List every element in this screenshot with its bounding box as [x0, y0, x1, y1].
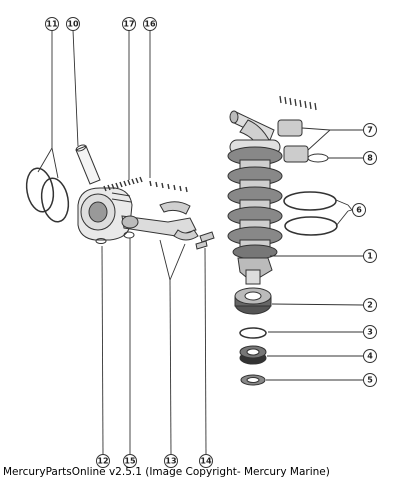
crankshaft — [227, 110, 283, 285]
callout-10: 10 — [67, 20, 79, 29]
callout-15: 15 — [124, 457, 136, 466]
callout-1: 1 — [367, 252, 373, 261]
piston-pin — [75, 144, 101, 185]
snap-ring — [239, 327, 267, 339]
callout-12: 12 — [97, 457, 108, 466]
piston-rings — [25, 167, 70, 223]
ball-bearing — [234, 287, 272, 315]
retaining-ring — [307, 153, 329, 163]
oil-seal — [239, 345, 267, 365]
rod-bolts — [195, 231, 215, 250]
callout-3: 3 — [367, 328, 373, 337]
callout-7: 7 — [367, 126, 373, 135]
callout-17: 17 — [123, 20, 134, 29]
callout-circles — [45, 17, 377, 468]
piston — [77, 187, 133, 241]
dowel-pins — [279, 95, 317, 111]
callout-14: 14 — [200, 457, 212, 466]
callout-13: 13 — [165, 457, 176, 466]
callout-16: 16 — [144, 20, 156, 29]
small-washers — [95, 231, 135, 244]
sealing-rings — [283, 191, 338, 236]
callout-5: 5 — [367, 376, 373, 385]
callout-2: 2 — [367, 301, 373, 310]
copyright-footer: MercuryPartsOnline v2.5.1 (Image Copyrig… — [3, 466, 330, 478]
needle-cages — [277, 119, 309, 163]
seal-ring — [240, 374, 266, 386]
callout-6: 6 — [356, 206, 362, 215]
connecting-rod — [121, 201, 199, 241]
leader-lines — [37, 29, 364, 455]
callout-11: 11 — [46, 20, 58, 29]
callout-4: 4 — [367, 352, 373, 361]
needle-rollers — [103, 176, 188, 193]
callout-8: 8 — [367, 154, 373, 163]
